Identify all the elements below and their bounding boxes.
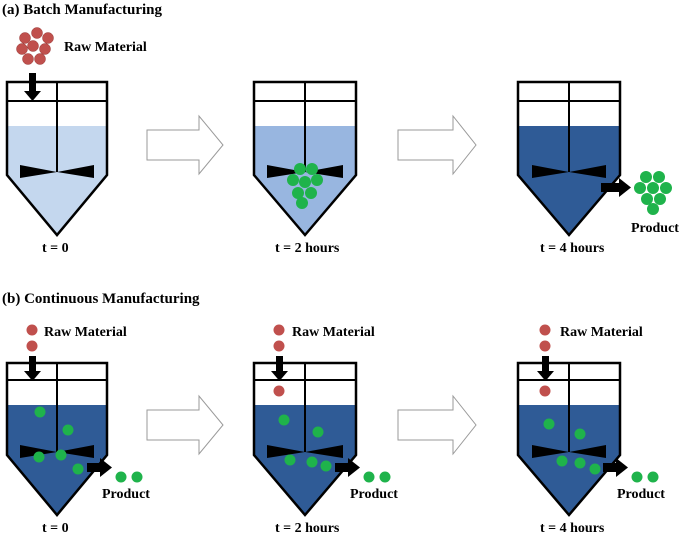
vessel-batch-t4: [516, 80, 622, 237]
raw-material-label: Raw Material: [44, 325, 127, 340]
raw-material-feed: [539, 324, 551, 397]
product-particles: [33, 406, 84, 475]
time-label-a2: t = 2 hours: [275, 241, 340, 256]
product-label: Product: [350, 487, 398, 502]
section-a-title: (a) Batch Manufacturing: [2, 2, 162, 18]
raw-material-feed: [273, 324, 285, 397]
arrow-down-icon: [24, 73, 41, 101]
arrow-right-icon: [601, 178, 631, 197]
product-label: Product: [617, 487, 665, 502]
raw-material-cluster: [16, 27, 54, 65]
time-label-b3: t = 4 hours: [540, 521, 605, 536]
product-output: [115, 471, 143, 483]
process-arrow-icon: [146, 394, 224, 456]
arrow-right-icon: [335, 458, 360, 477]
product-output: [363, 471, 391, 483]
raw-material-label: Raw Material: [560, 325, 643, 340]
vessel-batch-t0: [5, 80, 109, 237]
vessel-continuous-t0: [5, 361, 109, 517]
time-label-b1: t = 0: [42, 521, 69, 536]
process-arrow-icon: [397, 394, 477, 456]
time-label-b2: t = 2 hours: [275, 521, 340, 536]
process-arrow-icon: [397, 114, 477, 176]
vessel-continuous-t2: [252, 361, 358, 517]
arrow-down-icon: [271, 356, 288, 381]
arrow-right-icon: [603, 458, 628, 477]
product-output: [631, 471, 659, 483]
vessel-continuous-t4: [516, 361, 622, 517]
time-label-a1: t = 0: [42, 241, 69, 256]
time-label-a3: t = 4 hours: [540, 241, 605, 256]
raw-material-feed: [26, 324, 38, 352]
raw-material-label: Raw Material: [64, 40, 147, 55]
product-label: Product: [102, 487, 150, 502]
process-arrow-icon: [146, 114, 224, 176]
vessel-batch-t2: [252, 80, 358, 237]
arrow-down-icon: [24, 356, 41, 381]
arrow-right-icon: [87, 458, 112, 477]
raw-material-label: Raw Material: [292, 325, 375, 340]
product-cluster: [287, 163, 323, 209]
product-particles: [278, 414, 332, 472]
section-b-title: (b) Continuous Manufacturing: [2, 291, 200, 307]
product-cluster: [634, 171, 672, 215]
product-label: Product: [631, 221, 679, 236]
arrow-down-icon: [537, 356, 554, 381]
product-particles: [543, 418, 601, 475]
